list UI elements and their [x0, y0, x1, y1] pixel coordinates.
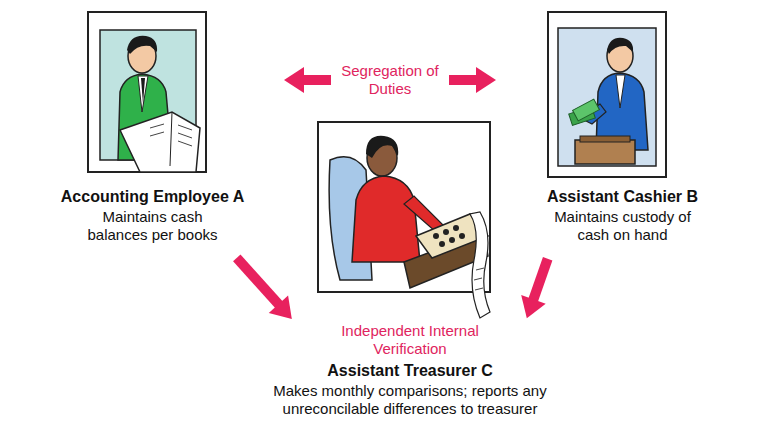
treasurer-illustration [318, 122, 490, 318]
arrow-shaft [237, 258, 280, 306]
flow-arrow [237, 258, 292, 319]
arrow-head [476, 67, 496, 93]
node-text: Assistant Treasurer C [235, 361, 585, 380]
node-heading: Accounting Employee A [25, 187, 280, 206]
verifier-node: Independent Internal VerificationAssista… [235, 322, 585, 434]
flow-arrow [521, 259, 547, 318]
node-heading: Independent Internal Verification [325, 322, 495, 358]
node-text: Makes monthly comparisons; reports any u… [240, 382, 580, 418]
accountant-illustration [88, 12, 206, 172]
employee-node: Accounting Employee A Maintains cash bala… [25, 5, 280, 255]
node-text: Maintains cash balances per books [78, 208, 228, 244]
arrow-head [284, 67, 304, 93]
arrow-shaft [533, 259, 548, 301]
node-text: Maintains custody of cash on hand [543, 208, 703, 244]
node-heading: Assistant Cashier B [500, 187, 745, 206]
cashier-illustration [548, 12, 666, 177]
arrow-head [269, 295, 292, 319]
arrow-head [521, 295, 546, 318]
employee-node: Assistant Cashier B Maintains custody of … [500, 5, 745, 255]
edge-label: Segregation of Duties [331, 61, 449, 99]
